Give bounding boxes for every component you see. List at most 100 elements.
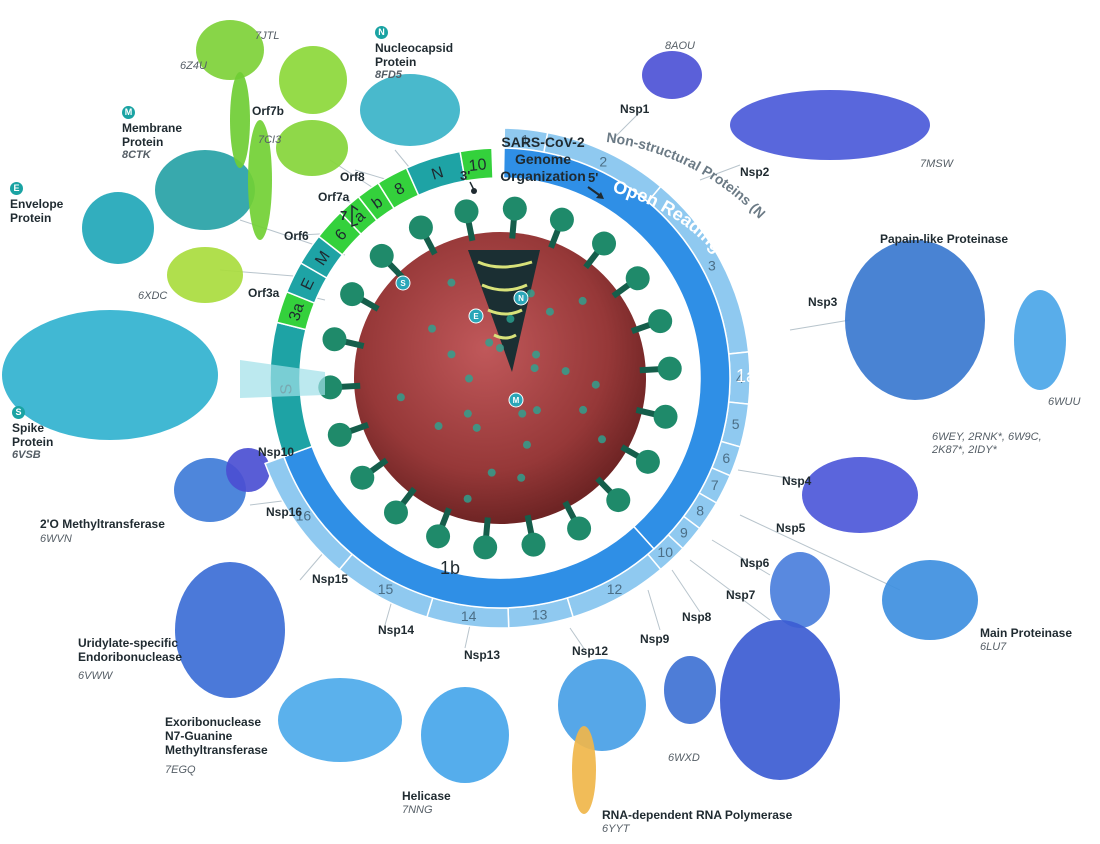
orf3a-label: Orf3a: [248, 286, 280, 300]
orf3a-pdb: 6XDC: [138, 290, 168, 302]
nsp-segment-label-13: 13: [532, 607, 548, 623]
surface-protein-dot: [579, 405, 588, 414]
nsp-segment-label-6: 6: [722, 450, 730, 466]
nsp-segment-label-4: 4: [736, 370, 744, 386]
three-prime-marker: 3': [460, 168, 477, 194]
title-line-3: Organization: [500, 168, 586, 184]
nsp6-label: Nsp6: [740, 556, 770, 570]
nsp-segment-label-5: 5: [732, 416, 740, 432]
spike-head: [327, 422, 352, 447]
surface-protein-dot: [526, 289, 535, 298]
spike-head: [350, 465, 375, 490]
nsp1-structure: [642, 51, 702, 99]
surface-protein-dot: [487, 468, 496, 477]
spike-head: [635, 449, 660, 474]
orf-1b-label: 1b: [440, 558, 460, 578]
membrane-badge-icon: M: [122, 106, 135, 119]
five-prime-marker: 5': [587, 170, 604, 199]
surface-protein-dot: [532, 350, 541, 359]
nsp13-label: Nsp13: [464, 648, 501, 662]
surface-protein-dot: [532, 406, 541, 415]
nsp16-title: 2'O Methyltransferase: [40, 517, 165, 531]
structural-segment-label-10: 10: [468, 156, 488, 175]
surface-protein-dot: [530, 364, 539, 373]
nsp9-label: Nsp9: [640, 632, 670, 646]
nsp14-label: Nsp14: [378, 623, 415, 637]
nsp3-title: Papain-like Proteinase: [880, 232, 1009, 246]
orf6-label: Orf6: [284, 229, 309, 243]
nsp1-pdb: 8AOU: [665, 40, 695, 52]
nsp3-label: Nsp3: [808, 295, 838, 309]
nsp-segment-label-3: 3: [708, 257, 716, 273]
spike-head: [625, 266, 650, 291]
spike-structure: [2, 310, 218, 440]
diagram-title: SARS-CoV-2 Genome Organization: [484, 134, 602, 185]
structural-segment-label-N: N: [430, 164, 446, 184]
nucleocapsid-structure: [360, 74, 460, 146]
surface-protein-dot: [465, 374, 474, 383]
nsp-segment-label-15: 15: [378, 581, 394, 597]
virion-membrane: [354, 232, 646, 524]
orf3a-structure: [167, 247, 243, 303]
protein-structures: [2, 20, 1066, 814]
orf7a-structure: [276, 120, 348, 176]
surface-protein-dot: [447, 350, 456, 359]
envelope-label-block: E Envelope Protein: [10, 180, 80, 225]
nsp4-structure: [802, 457, 918, 533]
nsp2-label: Nsp2: [740, 165, 770, 179]
nsp15-label: Nsp15: [312, 572, 349, 586]
spike-head: [592, 231, 617, 256]
three-prime-label: 3': [460, 168, 470, 183]
nsp10-label: Nsp10: [258, 445, 295, 459]
surface-protein-dot: [591, 380, 600, 389]
virion-badge-icon: [513, 290, 529, 306]
spike-head: [473, 535, 498, 560]
nsp-segment-label-10: 10: [657, 544, 673, 560]
nsp3-pdb: 6WEY, 2RNK*, 6W9C, 2K87*, 2IDY*: [932, 431, 1042, 456]
nsp16-label: Nsp16: [266, 505, 303, 519]
nsp-segment-label-16: 16: [296, 508, 312, 524]
surface-protein-dot: [485, 338, 494, 347]
virion-badge-label: E: [473, 312, 479, 321]
spike-label-block: S Spike Protein 6VSB: [12, 404, 82, 462]
membrane-pdb: 8CTK: [122, 149, 151, 161]
orf8-label: Orf8: [340, 170, 365, 184]
orf7b-structure: [279, 46, 347, 114]
nsp14-structure: [278, 678, 402, 762]
envelope-title: Envelope Protein: [10, 197, 64, 225]
virion-badge-label: S: [400, 279, 406, 288]
orf8-pdb: 6Z4U: [180, 60, 207, 72]
nsp8-label: Nsp8: [682, 610, 712, 624]
envelope-badge-icon: E: [10, 182, 23, 195]
title-line-2: Genome: [514, 151, 571, 167]
nsp16-pdb: 6WVN: [40, 533, 72, 545]
surface-protein-dot: [472, 423, 481, 432]
nsp6-structure: [770, 552, 830, 628]
membrane-title: Membrane Protein: [122, 121, 183, 149]
virion-cutaway: [468, 250, 540, 372]
nsp7-label: Nsp7: [726, 588, 756, 602]
arrowhead-icon: [596, 192, 604, 199]
surface-protein-dot: [463, 494, 472, 503]
surface-protein-dot: [428, 324, 437, 333]
nsp5-label: Nsp5: [776, 521, 806, 535]
nsp15-structure: [175, 562, 285, 698]
spike-head: [502, 196, 527, 221]
spike-head: [521, 532, 546, 557]
membrane-structure: [155, 150, 255, 230]
spike-head: [549, 207, 574, 232]
virion-badge-label: N: [518, 294, 524, 303]
rna-strand: [477, 260, 533, 340]
nsp-segment-label-14: 14: [461, 608, 477, 624]
surface-protein-dot: [578, 296, 587, 305]
orf7-bracket-label: 7: [340, 208, 347, 223]
nsp9-structure: [664, 656, 716, 724]
surface-protein-dot: [434, 422, 443, 431]
spike-head: [657, 356, 682, 381]
spike-head: [383, 500, 408, 525]
surface-protein-dot: [447, 278, 456, 287]
virion-badge-icon: [468, 308, 484, 324]
nsp13-structure: [421, 687, 509, 783]
orf7-bracket: 7: [340, 204, 359, 228]
